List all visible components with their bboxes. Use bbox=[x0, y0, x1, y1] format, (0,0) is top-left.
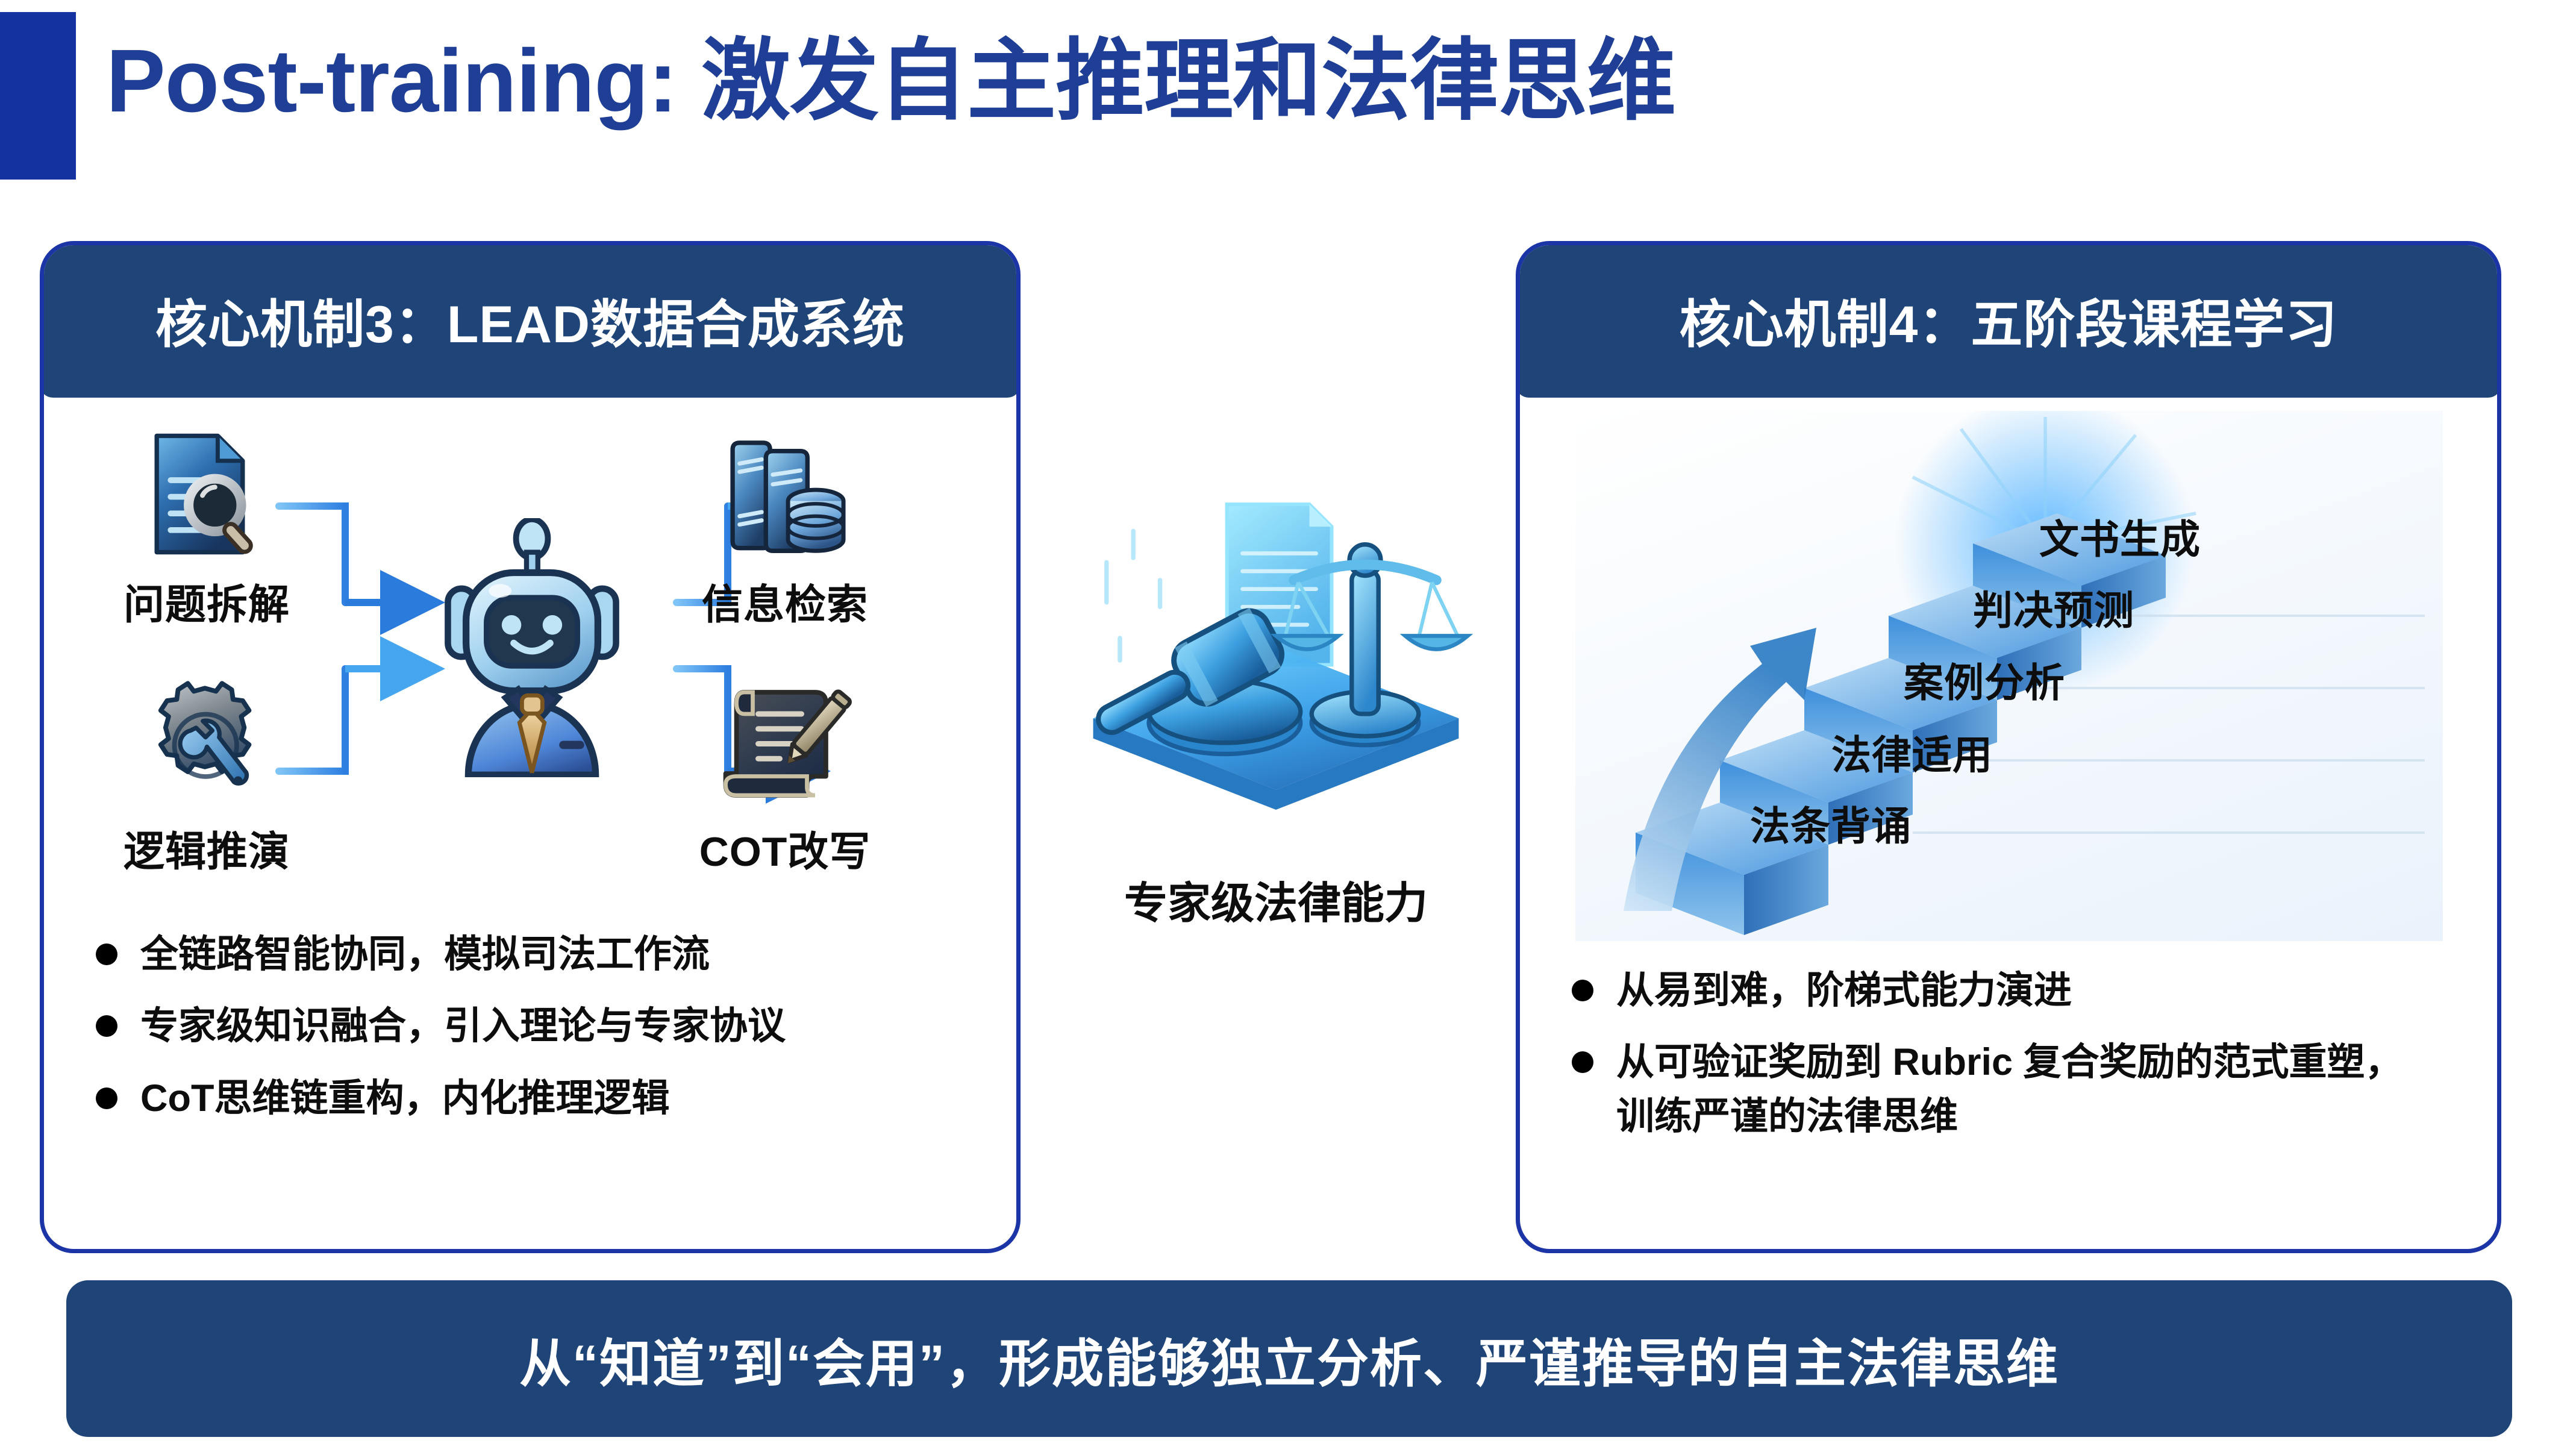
node-agent-robot bbox=[405, 518, 658, 777]
node-logical-deduction: 逻辑推演 bbox=[116, 669, 297, 878]
left-card-bullet-list: 全链路智能协同，模拟司法工作流 专家级知识融合，引入理论与专家协议 CoT思维链… bbox=[96, 928, 992, 1144]
card-lead-data-synthesis: 核心机制3：LEAD数据合成系统 bbox=[40, 241, 1021, 1253]
page-title: Post-training: 激发自主推理和法律思维 bbox=[106, 31, 1676, 131]
summary-banner: 从“知道”到“会用”，形成能够独立分析、严谨推导的自主法律思维 bbox=[66, 1280, 2512, 1437]
bullet-dot-icon bbox=[1572, 1051, 1593, 1074]
card-left-header-label: 核心机制3：LEAD数据合成系统 bbox=[155, 295, 905, 354]
list-item: 全链路智能协同，模拟司法工作流 bbox=[96, 928, 992, 981]
bullet-dot-icon bbox=[96, 943, 117, 965]
node-problem-decomposition: 问题拆解 bbox=[116, 422, 297, 631]
node-cot-rewrite: COT改写 bbox=[695, 669, 875, 878]
bullet-text: 全链路智能协同，模拟司法工作流 bbox=[140, 933, 710, 975]
card-five-stage-curriculum: 核心机制4：五阶段课程学习 bbox=[1516, 241, 2501, 1253]
staircase-graphic bbox=[1624, 393, 2425, 935]
node-label-retrieve: 信息检索 bbox=[701, 582, 868, 628]
gavel-scales-document-icon bbox=[1053, 446, 1499, 862]
bullet-dot-icon bbox=[96, 1015, 117, 1037]
stage-label-4: 判决预测 bbox=[1973, 588, 2134, 633]
node-label-decompose: 问题拆解 bbox=[123, 582, 290, 628]
bullet-text: 从易到难，阶梯式能力演进 bbox=[1616, 969, 2072, 1012]
bullet-dot-icon bbox=[96, 1087, 117, 1109]
list-item: 从可验证奖励到 Rubric 复合奖励的范式重塑，训练严谨的法律思维 bbox=[1572, 1036, 2473, 1144]
card-right-header: 核心机制4：五阶段课程学习 bbox=[1520, 245, 2497, 398]
document-search-icon bbox=[116, 422, 297, 566]
books-database-icon bbox=[695, 422, 875, 566]
card-left-body: 问题拆解 bbox=[44, 398, 1016, 1249]
list-item: 从易到难，阶梯式能力演进 bbox=[1572, 964, 2473, 1018]
lead-pipeline-diagram: 问题拆解 bbox=[44, 416, 1016, 922]
title-accent-bar bbox=[0, 12, 76, 180]
robot-agent-icon bbox=[405, 518, 658, 777]
bullet-dot-icon bbox=[1572, 980, 1593, 1001]
slide-title-bar: Post-training: 激发自主推理和法律思维 bbox=[0, 12, 2048, 181]
stage-label-2: 法律适用 bbox=[1831, 733, 1993, 777]
bullet-text: 专家级知识融合，引入理论与专家协议 bbox=[140, 1005, 786, 1048]
gear-wrench-icon bbox=[116, 669, 297, 813]
stage-label-3: 案例分析 bbox=[1904, 660, 2065, 705]
card-left-header: 核心机制3：LEAD数据合成系统 bbox=[44, 245, 1016, 398]
stage-label-1: 法条背诵 bbox=[1750, 804, 1912, 848]
node-label-logic: 逻辑推演 bbox=[123, 829, 290, 875]
right-card-bullet-list: 从易到难，阶梯式能力演进 从可验证奖励到 Rubric 复合奖励的范式重塑，训练… bbox=[1572, 964, 2473, 1162]
expert-legal-capability-block: 专家级法律能力 bbox=[1053, 446, 1499, 976]
center-caption: 专家级法律能力 bbox=[1124, 880, 1428, 928]
bullet-text: 从可验证奖励到 Rubric 复合奖励的范式重塑，训练严谨的法律思维 bbox=[1616, 1041, 2403, 1137]
card-right-body: 文书生成 判决预测 案例分析 法律适用 法条背诵 从易到难，阶梯式能力演进 从可… bbox=[1520, 393, 2497, 1249]
list-item: 专家级知识融合，引入理论与专家协议 bbox=[96, 1000, 992, 1053]
card-right-header-label: 核心机制4：五阶段课程学习 bbox=[1679, 295, 2338, 354]
list-item: CoT思维链重构，内化推理逻辑 bbox=[96, 1072, 992, 1125]
summary-banner-text: 从“知道”到“会用”，形成能够独立分析、严谨推导的自主法律思维 bbox=[519, 1335, 2059, 1393]
node-information-retrieval: 信息检索 bbox=[695, 422, 875, 631]
scroll-pencil-icon bbox=[695, 669, 875, 813]
node-label-cot: COT改写 bbox=[699, 829, 871, 875]
stage-label-5: 文书生成 bbox=[2039, 517, 2201, 562]
bullet-text: CoT思维链重构，内化推理逻辑 bbox=[140, 1077, 670, 1119]
curriculum-staircase: 文书生成 判决预测 案例分析 法律适用 法条背诵 bbox=[1575, 393, 2443, 941]
